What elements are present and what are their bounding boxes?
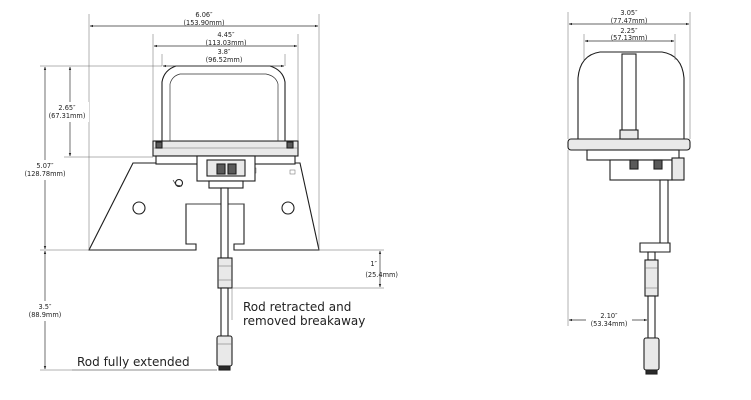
dim-rod-extension-metric: (88.9mm)	[29, 311, 62, 319]
side-actuator-block	[609, 159, 673, 181]
side-dimensions: 3.05″ (77.47mm) 2.25″ (57.13mm) 2.10″ (5…	[567, 9, 691, 329]
dim-side-housing-width-metric: (57.13mm)	[611, 34, 648, 42]
side-rod-end-cap	[645, 369, 658, 375]
side-breakaway-coupler	[644, 259, 659, 297]
dim-retraction-imperial: 1″	[370, 260, 377, 268]
dim-rod-extension-imperial: 3.5″	[39, 303, 52, 311]
front-housing	[161, 65, 286, 142]
front-base-plate	[152, 140, 299, 157]
front-view	[88, 65, 320, 371]
dim-retraction-metric: (25.4mm)	[365, 271, 398, 279]
dim-side-overall-width-imperial: 3.05″	[620, 9, 638, 17]
caption-rod-retracted-line2: removed breakaway	[243, 314, 365, 328]
front-rod	[220, 187, 229, 259]
base-bolt-left	[155, 141, 163, 149]
dim-side-housing-width-imperial: 2.25″	[620, 27, 638, 35]
dim-side-overall-width-metric: (77.47mm)	[611, 17, 648, 25]
dim-housing-height-metric: (67.31mm)	[49, 112, 86, 120]
dim-total-height-imperial: 5.07″	[36, 162, 54, 170]
bracket-fastener	[174, 178, 184, 188]
side-fitting	[671, 157, 685, 181]
base-bolt-right	[286, 141, 294, 149]
side-rod	[659, 179, 669, 249]
front-dimensions: 6.06″ (153.90mm) 4.45″ (113.03mm) 3.8″ (…	[22, 11, 398, 371]
dim-housing-width-imperial: 3.8″	[218, 48, 231, 56]
side-lower-body	[586, 149, 680, 161]
front-lower-rod	[220, 287, 229, 337]
dim-base-width-imperial: 4.45″	[217, 31, 235, 39]
dim-base-width-metric: (113.03mm)	[205, 39, 246, 47]
front-rod-end-cap	[218, 365, 231, 371]
side-rod-tip	[643, 337, 660, 371]
dim-housing-width-metric: (96.52mm)	[206, 56, 243, 64]
bracket-hole-right	[281, 201, 295, 215]
side-foot-bracket	[639, 242, 671, 253]
side-view	[567, 51, 691, 375]
caption-rod-retracted-line1: Rod retracted and	[243, 300, 351, 314]
side-center-handle	[621, 53, 637, 140]
front-rod-tip	[216, 335, 233, 367]
front-breakaway-coupler	[217, 257, 233, 289]
dim-overall-width-imperial: 6.06″	[195, 11, 213, 19]
dim-housing-height-imperial: 2.65″	[58, 104, 76, 112]
side-base-flange	[567, 138, 691, 151]
dim-overall-width-metric: (153.90mm)	[183, 19, 224, 27]
side-lower-rod	[647, 295, 656, 339]
caption-rod-fully-extended: Rod fully extended	[77, 355, 190, 369]
dim-rod-offset-metric: (53.34mm)	[591, 320, 628, 328]
bracket-hole-left	[132, 201, 146, 215]
dim-rod-offset-imperial: 2.10″	[600, 312, 618, 320]
dim-total-height-metric: (128.78mm)	[24, 170, 65, 178]
